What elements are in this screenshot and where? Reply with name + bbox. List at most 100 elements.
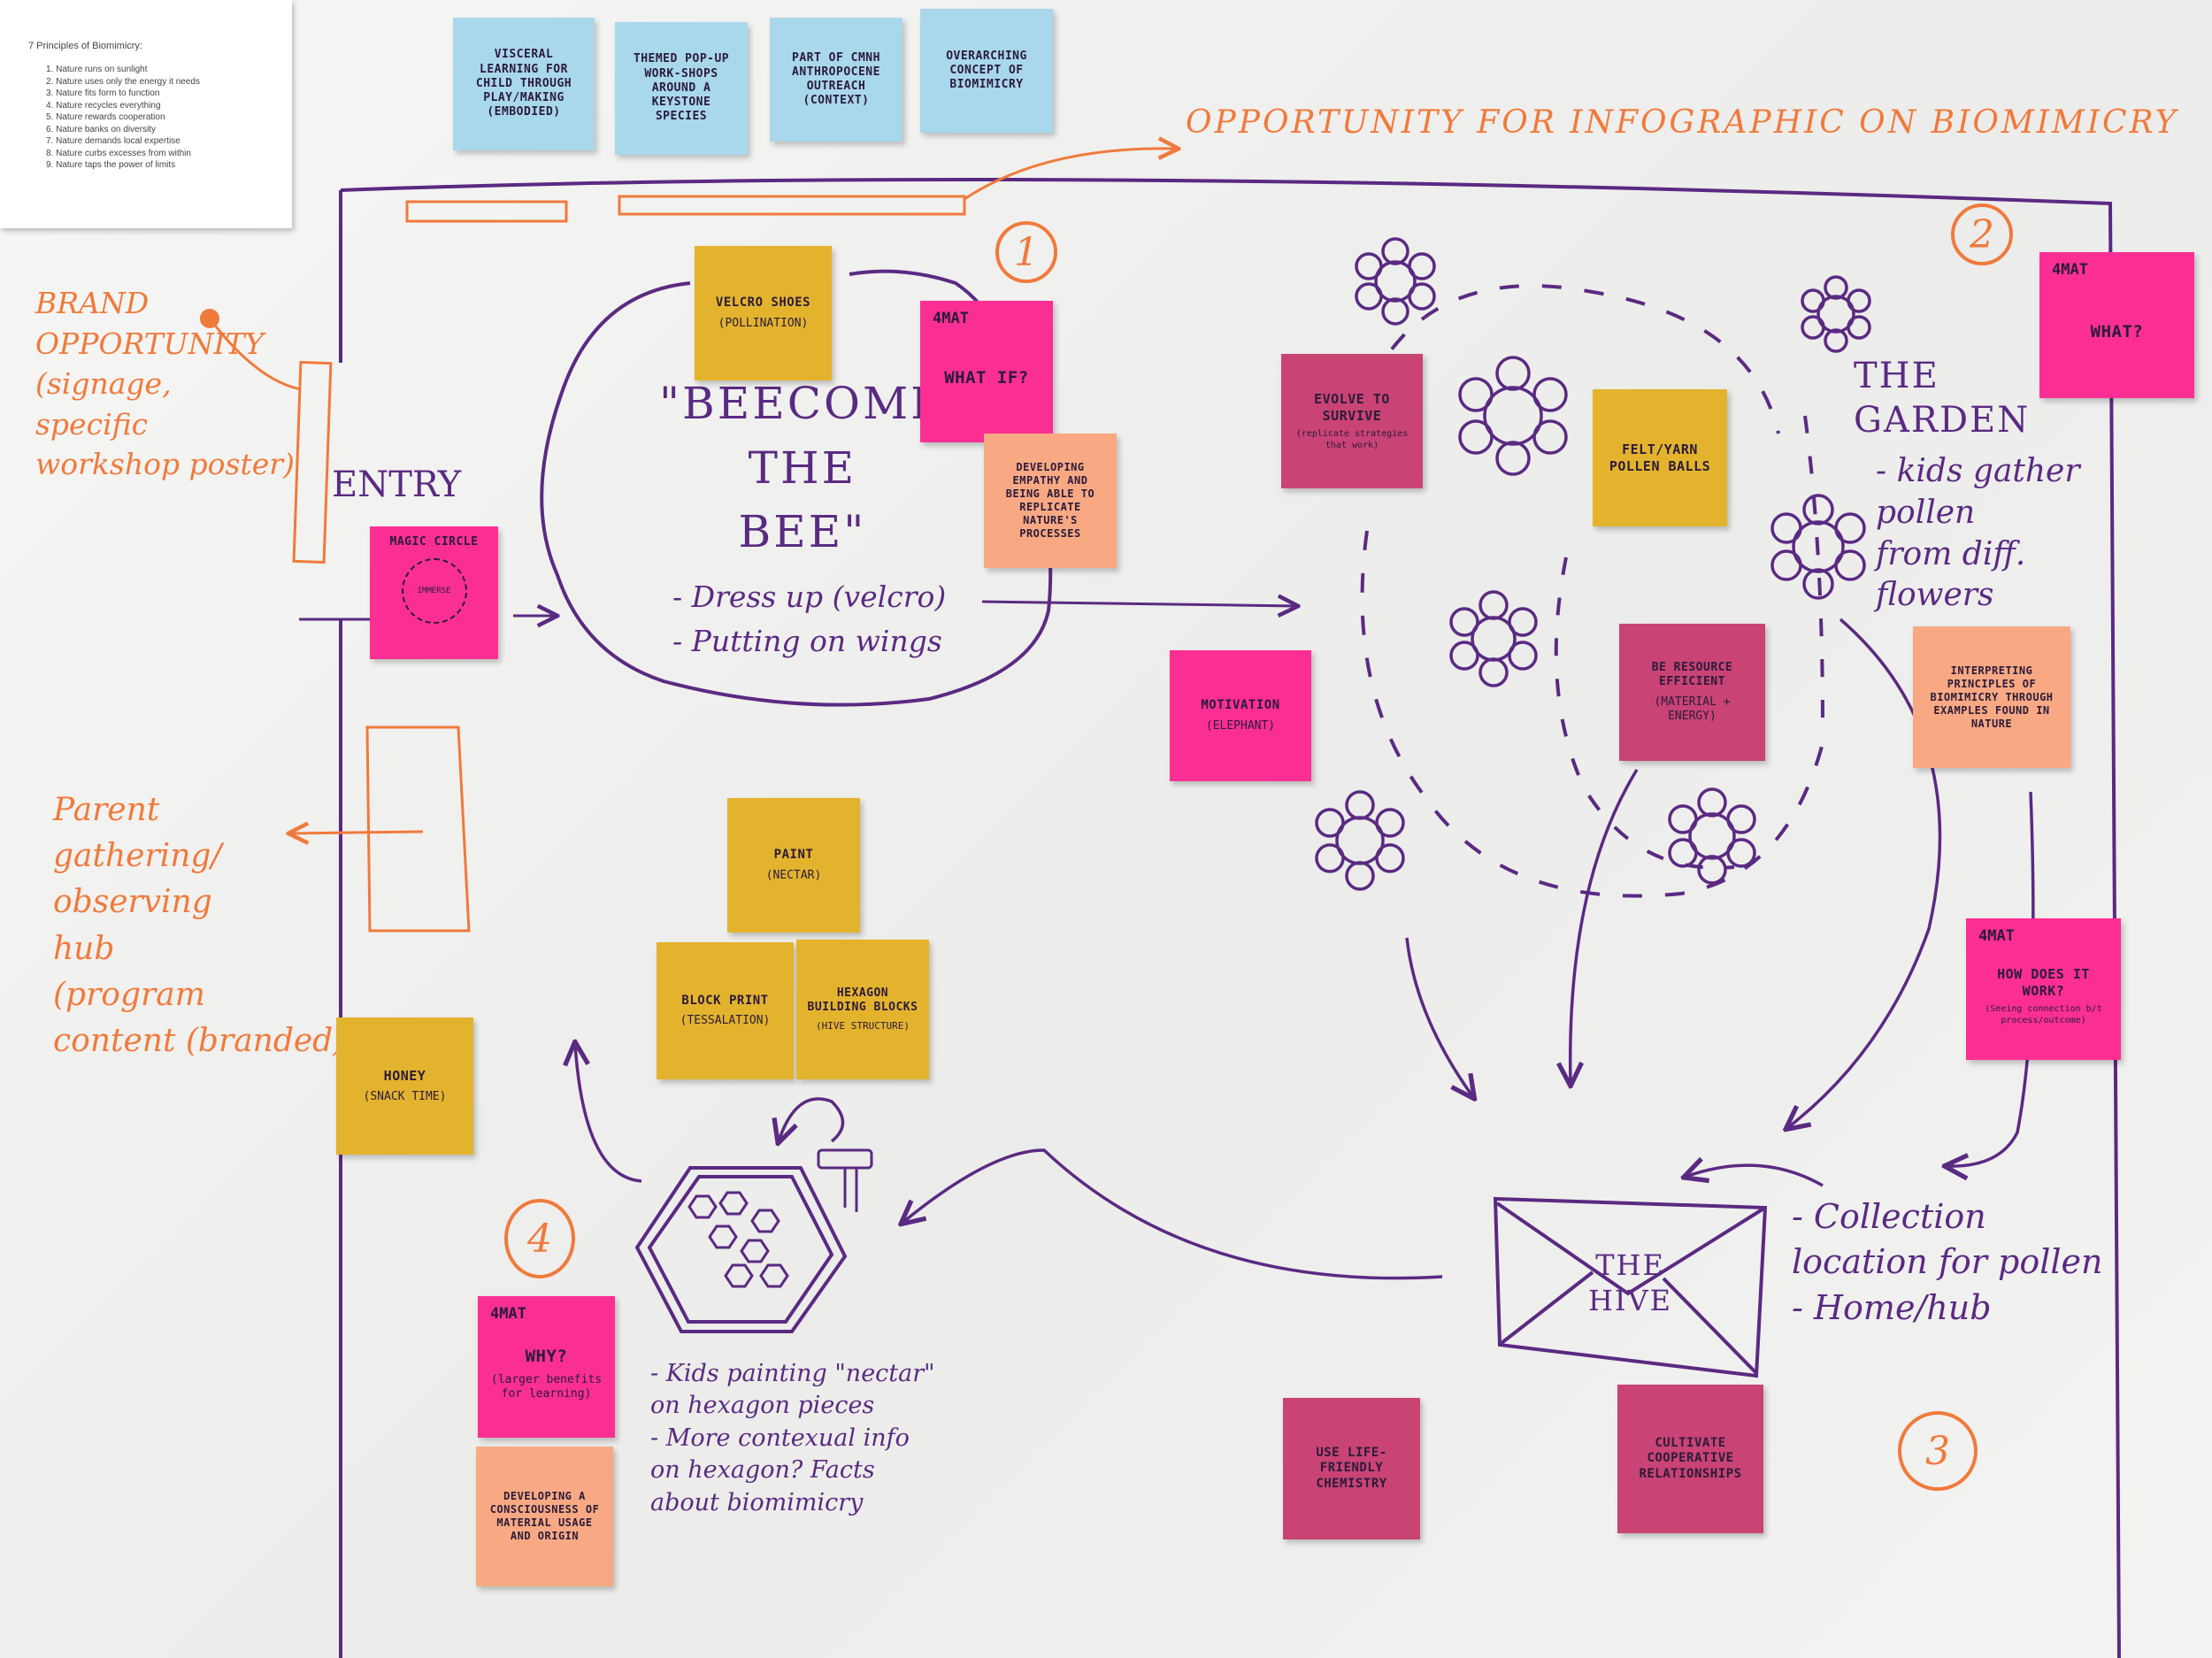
garden-flight-path-2 [1360,530,1824,898]
top-sign-bar-1 [405,200,568,223]
note-tag: 4MAT [490,1305,526,1323]
note-4mat-why: 4MAT WHY? (larger benefits for learning) [478,1296,615,1438]
principle-item: 5. Nature rewards cooperation [46,112,165,122]
note-magic-circle: MAGIC CIRCLE IMMERSE [370,526,498,659]
note-life-friendly-chemistry: USE LIFE-FRIENDLY CHEMISTRY [1283,1398,1420,1539]
station-number-1: 1 [995,221,1057,283]
entry-sign-panel [292,360,333,564]
note-title: BLOCK PRINT [681,993,769,1008]
station-number-4: 4 [504,1199,575,1278]
parent-hub-box [365,725,471,933]
note-developing-consciousness: DEVELOPING A CONSCIOUSNESS OF MATERIAL U… [476,1447,613,1586]
note-sub: (POLLINATION) [718,316,809,330]
note-title: WHY? [525,1346,568,1366]
flower-icon [1315,237,1871,891]
note-sub: (Seeing connection b/t process/outcome) [1985,1004,2102,1025]
garden-title: THE GARDEN [1854,356,2031,441]
note-sub: (NECTAR) [765,868,822,882]
note-title: BE RESOURCE EFFICIENT [1651,661,1733,689]
note-sub: (MATERIAL + ENERGY) [1654,695,1731,723]
note-motivation: MOTIVATION (ELEPHANT) [1170,650,1311,781]
note-cmnh-outreach: PART OF CMNH ANTHROPOCENE OUTREACH (CONT… [770,18,902,142]
principle-item: 6. Nature banks on diversity [46,124,156,134]
note-block-print: BLOCK PRINT (TESSALATION) [657,942,794,1079]
note-title: WHAT? [2090,321,2144,342]
note-sub: (TESSALATION) [680,1014,771,1028]
hexagon-piece-icon [687,1191,789,1288]
principles-title: 7 Principles of Biomimicry: [28,41,142,51]
brand-opportunity-label: BRAND OPPORTUNITY (signage, specific wor… [35,286,295,482]
magic-circle-icon: IMMERSE [401,558,467,625]
note-4mat-what: 4MAT WHAT? [2039,252,2194,398]
garden-flight-path-1 [1352,284,1780,434]
note-be-resource-efficient: BE RESOURCE EFFICIENT (MATERIAL + ENERGY) [1619,624,1765,761]
magic-circle-inner: IMMERSE [417,586,451,595]
top-sign-bar-2 [618,195,966,216]
note-felt-pollen-balls: FELT/YARN POLLEN BALLS [1593,389,1727,526]
note-sub: (ELEPHANT) [1205,718,1276,733]
note-interpreting-principles: INTERPRETING PRINCIPLES OF BIOMIMICRY TH… [1913,626,2070,768]
principle-item: 9. Nature taps the power of limits [46,160,176,170]
infographic-arrow [964,149,1177,201]
garden-description: - kids gather pollen from diff. flowers [1876,453,2080,614]
note-title: DEVELOPING EMPATHY AND BEING ABLE TO REP… [1005,461,1095,540]
note-honey: HONEY (SNACK TIME) [336,1017,473,1155]
note-sub: (larger benefits for learning) [490,1372,603,1401]
station-number-3: 3 [1898,1411,1978,1491]
space-outline [340,178,2121,1658]
station-number-2: 2 [1951,203,2013,265]
kids-painting-label: - Kids painting "nectar" on hexagon piec… [650,1360,935,1516]
note-paint-nectar: PAINT (NECTAR) [727,798,860,933]
note-evolve-to-survive: EVOLVE TO SURVIVE (replicate strategies t… [1281,354,1423,488]
note-title: HOW DOES IT WORK? [1997,965,2090,999]
note-velcro-shoes: VELCRO SHOES (POLLINATION) [695,246,832,380]
note-tag: 4MAT [1978,927,2015,945]
note-4mat-how-does-it-work: 4MAT HOW DOES IT WORK? (Seeing connection … [1966,918,2121,1060]
note-tag: 4MAT [933,310,969,327]
note-text: THEMED POP-UP WORK-SHOPS AROUND A KEYSTO… [633,52,730,124]
entry-label: ENTRY [332,464,462,505]
note-text: PART OF CMNH ANTHROPOCENE OUTREACH (CONT… [792,50,880,108]
principle-item: 3. Nature fits form to function [46,88,160,98]
principle-item: 2. Nature uses only the energy it needs [46,76,200,87]
note-title: USE LIFE-FRIENDLY CHEMISTRY [1316,1445,1387,1491]
note-sub: (HIVE STRUCTURE) [816,1020,910,1032]
note-developing-empathy: DEVELOPING EMPATHY AND BEING ABLE TO REP… [984,434,1117,568]
note-title: CULTIVATE COOPERATIVE RELATIONSHIPS [1639,1435,1742,1481]
principle-item: 1. Nature runs on sunlight [46,65,148,74]
note-title: EVOLVE TO SURVIVE [1314,390,1390,424]
infographic-label: OPPORTUNITY FOR INFOGRAPHIC ON BIOMIMICR… [1186,104,2179,141]
note-visceral-learning: VISCERAL LEARNING FOR CHILD THROUGH PLAY… [453,18,595,150]
note-title: VELCRO SHOES [715,296,811,311]
parent-hub-label: Parent gathering/ observing hub (program… [53,792,346,1059]
hive-title: THE HIVE [1588,1248,1673,1317]
paint-roller-icon [817,1148,873,1212]
note-title: MOTIVATION [1201,698,1280,713]
note-title: PAINT [773,848,814,863]
note-title: FELT/YARN POLLEN BALLS [1609,441,1711,474]
note-themed-workshops: THEMED POP-UP WORK-SHOPS AROUND A KEYSTO… [615,22,748,155]
note-4mat-what-if: 4MAT WHAT IF? [920,301,1053,442]
principle-item: 4. Nature recycles everything [46,100,161,111]
note-title: HONEY [383,1068,426,1084]
note-tag: 4MAT [2052,261,2088,279]
note-hexagon-building-blocks: HEXAGON BUILDING BLOCKS (HIVE STRUCTURE) [796,940,929,1079]
note-cultivate-relationships: CULTIVATE COOPERATIVE RELATIONSHIPS [1617,1385,1763,1533]
hive-description: - Collection location for pollen - Home/… [1792,1197,2103,1327]
note-sub: (replicate strategies that work) [1295,429,1409,450]
principle-item: 8. Nature curbs excesses from within [46,148,191,158]
note-title: INTERPRETING PRINCIPLES OF BIOMIMICRY TH… [1930,664,2054,730]
note-biomimicry-concept: OVERARCHING CONCEPT OF BIOMIMICRY [920,9,1053,133]
note-sub: (SNACK TIME) [363,1089,447,1103]
note-title: HEXAGON BUILDING BLOCKS [807,986,918,1015]
note-text: OVERARCHING CONCEPT OF BIOMIMICRY [946,49,1027,92]
note-title: DEVELOPING A CONSCIOUSNESS OF MATERIAL U… [489,1490,600,1542]
principle-item: 7. Nature demands local expertise [46,136,180,146]
hive-envelope [1493,1196,1768,1378]
hexagon-table [634,1166,848,1333]
note-title: MAGIC CIRCLE [389,535,479,549]
dress-up-label: - Dress up (velcro) - Putting on wings [672,580,947,658]
note-title: WHAT IF? [944,368,1029,388]
principles-sheet: 7 Principles of Biomimicry: 1. Nature ru… [0,0,292,228]
